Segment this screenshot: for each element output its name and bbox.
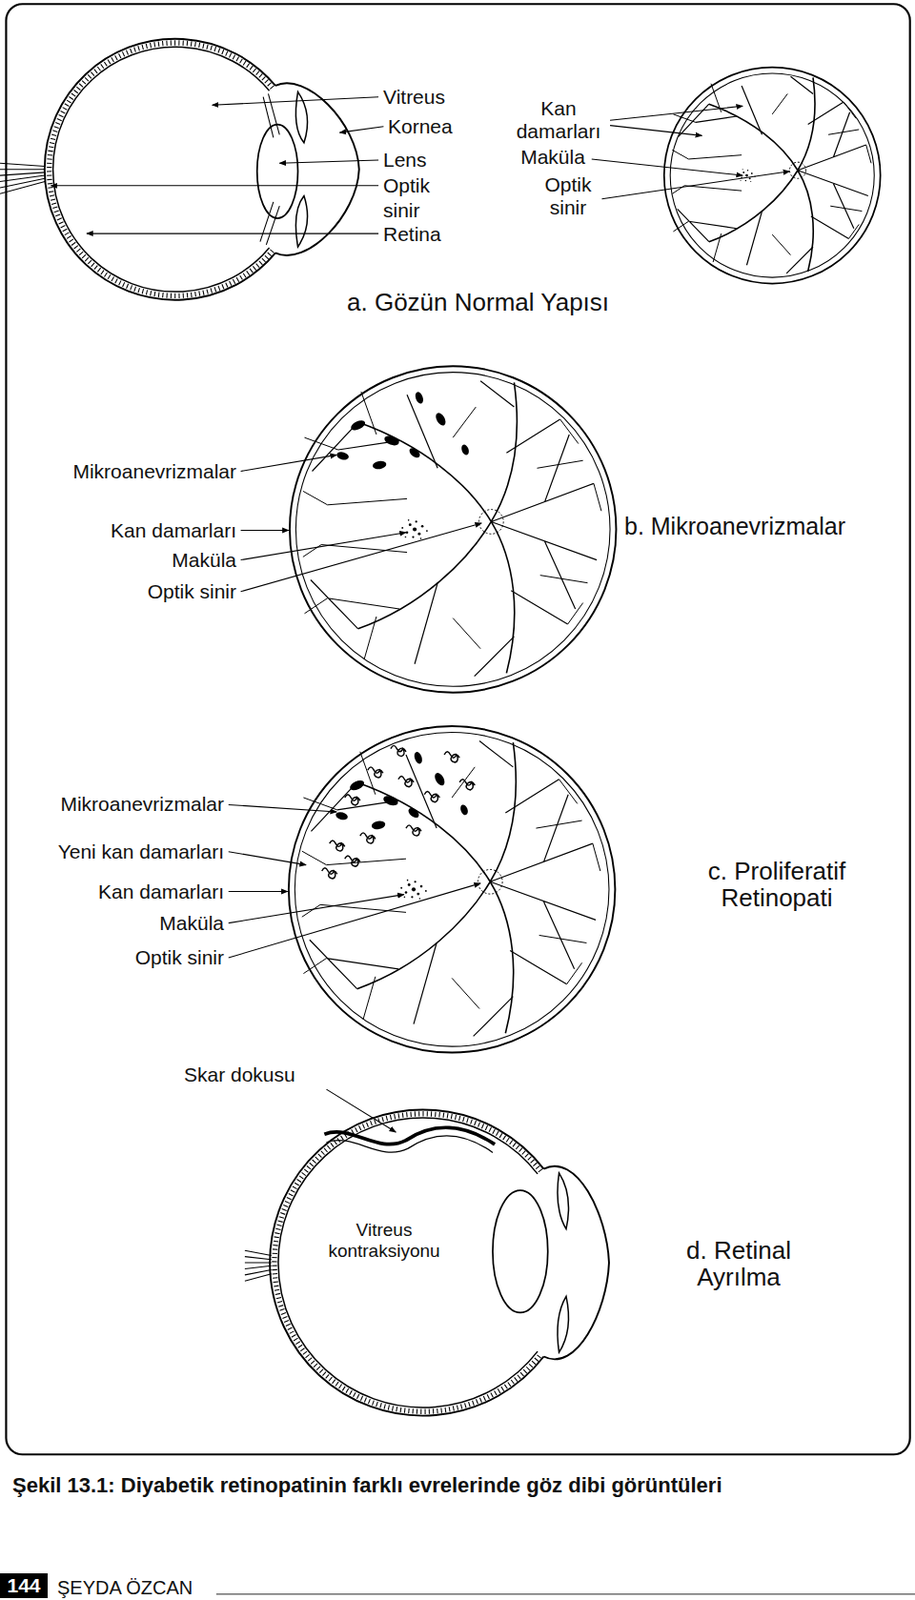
part-label: Skar dokusu	[183, 1063, 296, 1087]
illustration-part	[601, 171, 790, 200]
illustration-part	[294, 732, 610, 1047]
illustration-part	[274, 1114, 541, 1413]
part-label: Maküla	[171, 549, 237, 572]
part-label: Mikroanevrizmalar	[72, 460, 237, 484]
figure-group	[0, 3, 915, 1595]
page-number: 144	[6, 1574, 41, 1598]
illustration-part	[241, 523, 483, 592]
fundus-proliferative	[288, 726, 615, 1053]
eye-section	[0, 39, 360, 301]
part-label: Kan damarları	[110, 519, 237, 543]
illustration-part	[0, 162, 45, 194]
illustration-part	[275, 82, 360, 256]
part-label: Maküla	[159, 912, 224, 936]
author-name: ŞEYDA ÖZCAN	[57, 1576, 193, 1600]
illustration-part	[241, 532, 407, 561]
illustration-part	[591, 159, 743, 176]
illustration-part	[279, 160, 379, 163]
part-label: Kan damarları	[506, 97, 611, 143]
illustration-part	[228, 804, 337, 812]
leader-lines	[51, 97, 791, 1133]
illustration-part	[325, 1089, 396, 1133]
illustration-part	[339, 126, 384, 133]
eye-detachment	[244, 1109, 610, 1416]
illustration-part	[543, 1166, 609, 1361]
illustration-part	[288, 726, 615, 1053]
part-label: Kan damarları	[98, 880, 224, 904]
illustration-part	[51, 184, 380, 186]
illustration-part	[5, 3, 910, 1455]
illustration-part	[302, 741, 601, 1037]
panel-title: b. Mikroanevrizmalar	[624, 514, 846, 538]
illustration-part	[295, 195, 307, 247]
illustration-part	[257, 124, 299, 219]
illustration-part	[303, 381, 602, 677]
part-label: Optik sinir	[537, 173, 599, 220]
part-label: Optik sinir	[383, 173, 450, 224]
figure-caption: Şekil 13.1: Diyabetik retinopatinin fark…	[12, 1474, 723, 1498]
illustration-part	[325, 1136, 492, 1153]
illustration-part	[295, 91, 307, 143]
part-label: Maküla	[500, 145, 606, 169]
illustration-part	[269, 1109, 544, 1416]
illustration-part	[86, 233, 379, 235]
part-label: Mikroanevrizmalar	[60, 793, 224, 816]
part-label: Kornea	[387, 115, 453, 139]
part-label: Optik sinir	[147, 580, 237, 604]
illustration-part	[260, 93, 280, 244]
part-label: Lens	[383, 148, 427, 172]
illustration-part	[228, 852, 306, 866]
illustration-part	[737, 168, 755, 183]
illustration-part	[492, 1190, 549, 1313]
part-label: Optik sinir	[135, 946, 224, 970]
panel-title: d. Retinal Ayrılma	[667, 1237, 811, 1291]
illustration-part	[335, 390, 470, 470]
illustration-part	[295, 372, 610, 688]
illustration-part	[671, 76, 872, 274]
part-label: Vitreus	[383, 85, 446, 109]
illustration-part	[241, 454, 338, 471]
illustration-part	[334, 751, 469, 831]
illustration-part	[241, 529, 289, 531]
illustration-part	[670, 73, 875, 278]
illustration-part	[289, 366, 616, 692]
illustration-part	[228, 883, 481, 958]
illustration-part	[557, 1296, 570, 1353]
illustration-part	[557, 1173, 570, 1230]
panel-title: a. Gözün Normal Yapısı	[346, 290, 610, 314]
fundus-normal	[664, 67, 881, 285]
page-number-box: 144	[0, 1573, 48, 1599]
illustration-part	[212, 97, 379, 106]
illustration-part	[228, 891, 288, 893]
illustration-part	[401, 519, 428, 540]
illustration-part	[244, 1250, 272, 1281]
part-label: Vitreus kontraksiyonu	[307, 1220, 461, 1262]
illustration-part	[664, 67, 881, 285]
illustration-part	[49, 42, 273, 296]
panel-title: c. Proliferatif Retinopati	[681, 857, 873, 912]
illustration-part	[44, 39, 276, 301]
illustration-part	[228, 894, 405, 924]
illustration-part	[400, 879, 427, 900]
footer-rule	[216, 1593, 915, 1595]
part-label: Retina	[383, 223, 442, 246]
fundus-microaneurysm	[289, 366, 616, 692]
illustration-part	[322, 745, 476, 879]
part-label: Yeni kan damarları	[58, 840, 224, 864]
